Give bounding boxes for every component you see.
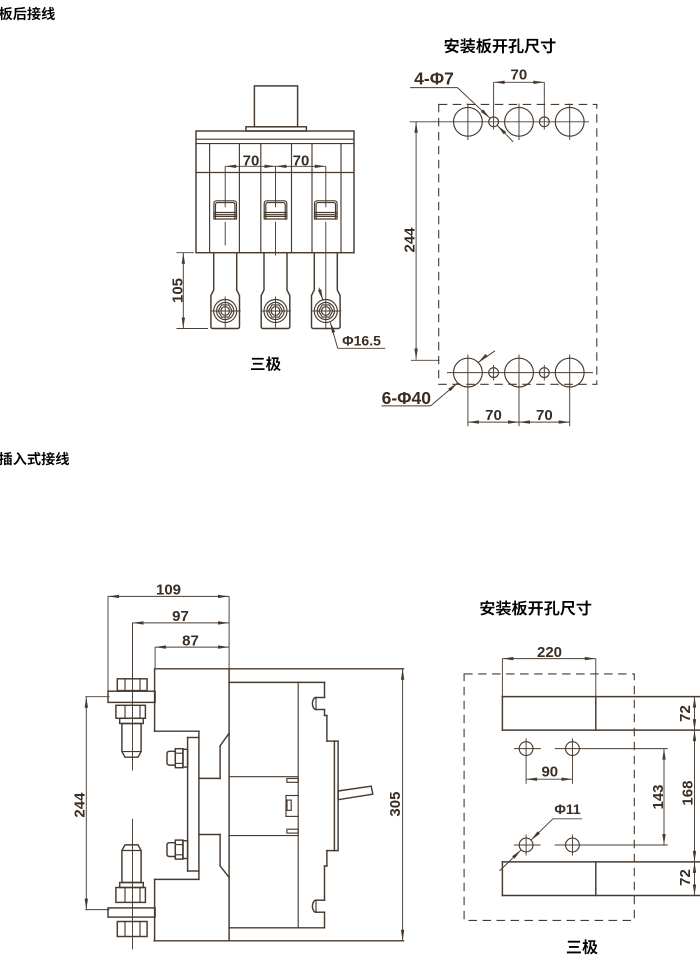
terminal-stud (310, 251, 341, 330)
dim-plate-height: 244 (401, 227, 418, 253)
bolt-nut (115, 704, 147, 720)
dim-bar-bottom: 72 (677, 869, 694, 886)
dim-height-total: 305 (387, 792, 404, 817)
mounting-plate-outline (463, 673, 635, 921)
dim-depth-stud: 97 (172, 608, 189, 625)
title-mounting-plate-2: 安装板开孔尺寸 (480, 600, 592, 616)
terminal-stud (210, 251, 241, 330)
hole-diameter-label: Φ11 (554, 801, 581, 817)
terminal-stud (260, 251, 291, 330)
plug-bolt-head (166, 750, 177, 766)
toggle-lever (337, 785, 374, 801)
dim-pole-pitch-right: 70 (293, 153, 310, 170)
dim-hole-spacing-v: 143 (650, 784, 667, 809)
caption-three-pole-1: 三极 (250, 356, 281, 371)
bolt-washer (118, 881, 145, 889)
dim-opening: 168 (680, 781, 697, 806)
bolt-nut (115, 886, 147, 904)
plug-bolt-nut (174, 747, 184, 769)
dim-depth-total: 109 (156, 582, 181, 599)
dim-top-spacing: 70 (511, 67, 528, 84)
dim-hole-spacing-h: 90 (541, 764, 558, 781)
dim-bar-top: 72 (677, 705, 694, 722)
breaker-handle (253, 85, 299, 128)
dim-plate-width: 220 (537, 644, 562, 661)
heading-plug-in-wiring: 插入式接线 (0, 451, 70, 466)
dim-stud-spacing: 244 (72, 792, 89, 818)
rear-mounting-plate-view: 70 244 4-Φ7 6-Φ40 70 70 (381, 67, 598, 427)
plug-bolt-head (166, 841, 177, 858)
side-view-plug-in: 109 97 87 305 244 (72, 582, 405, 950)
plug-bolt-nut (174, 839, 184, 860)
dim-depth-base: 87 (182, 632, 199, 649)
bolt-washer (118, 717, 145, 725)
small-hole-label: 4-Φ7 (414, 69, 454, 89)
caption-three-pole-2: 三极 (566, 939, 598, 955)
terminal-hole-label: Φ16.5 (342, 332, 381, 348)
dim-bottom-left: 70 (485, 407, 502, 424)
bolt-nut (116, 920, 148, 938)
plug-bolt-washer (182, 748, 189, 768)
heading-rear-wiring: 板后接线 (0, 6, 55, 21)
bolt-flange (107, 907, 156, 918)
dim-terminal-length: 105 (169, 278, 186, 303)
plug-bolt-washer (182, 839, 189, 860)
breaker-body-front (195, 130, 355, 254)
title-mounting-plate-1: 安装板开孔尺寸 (444, 38, 556, 54)
dim-pole-pitch-left: 70 (243, 153, 260, 170)
large-hole-label: 6-Φ40 (382, 388, 432, 408)
mounting-plate-outline (438, 103, 598, 385)
dim-bottom-right: 70 (536, 407, 553, 424)
bolt-flange (107, 690, 156, 704)
